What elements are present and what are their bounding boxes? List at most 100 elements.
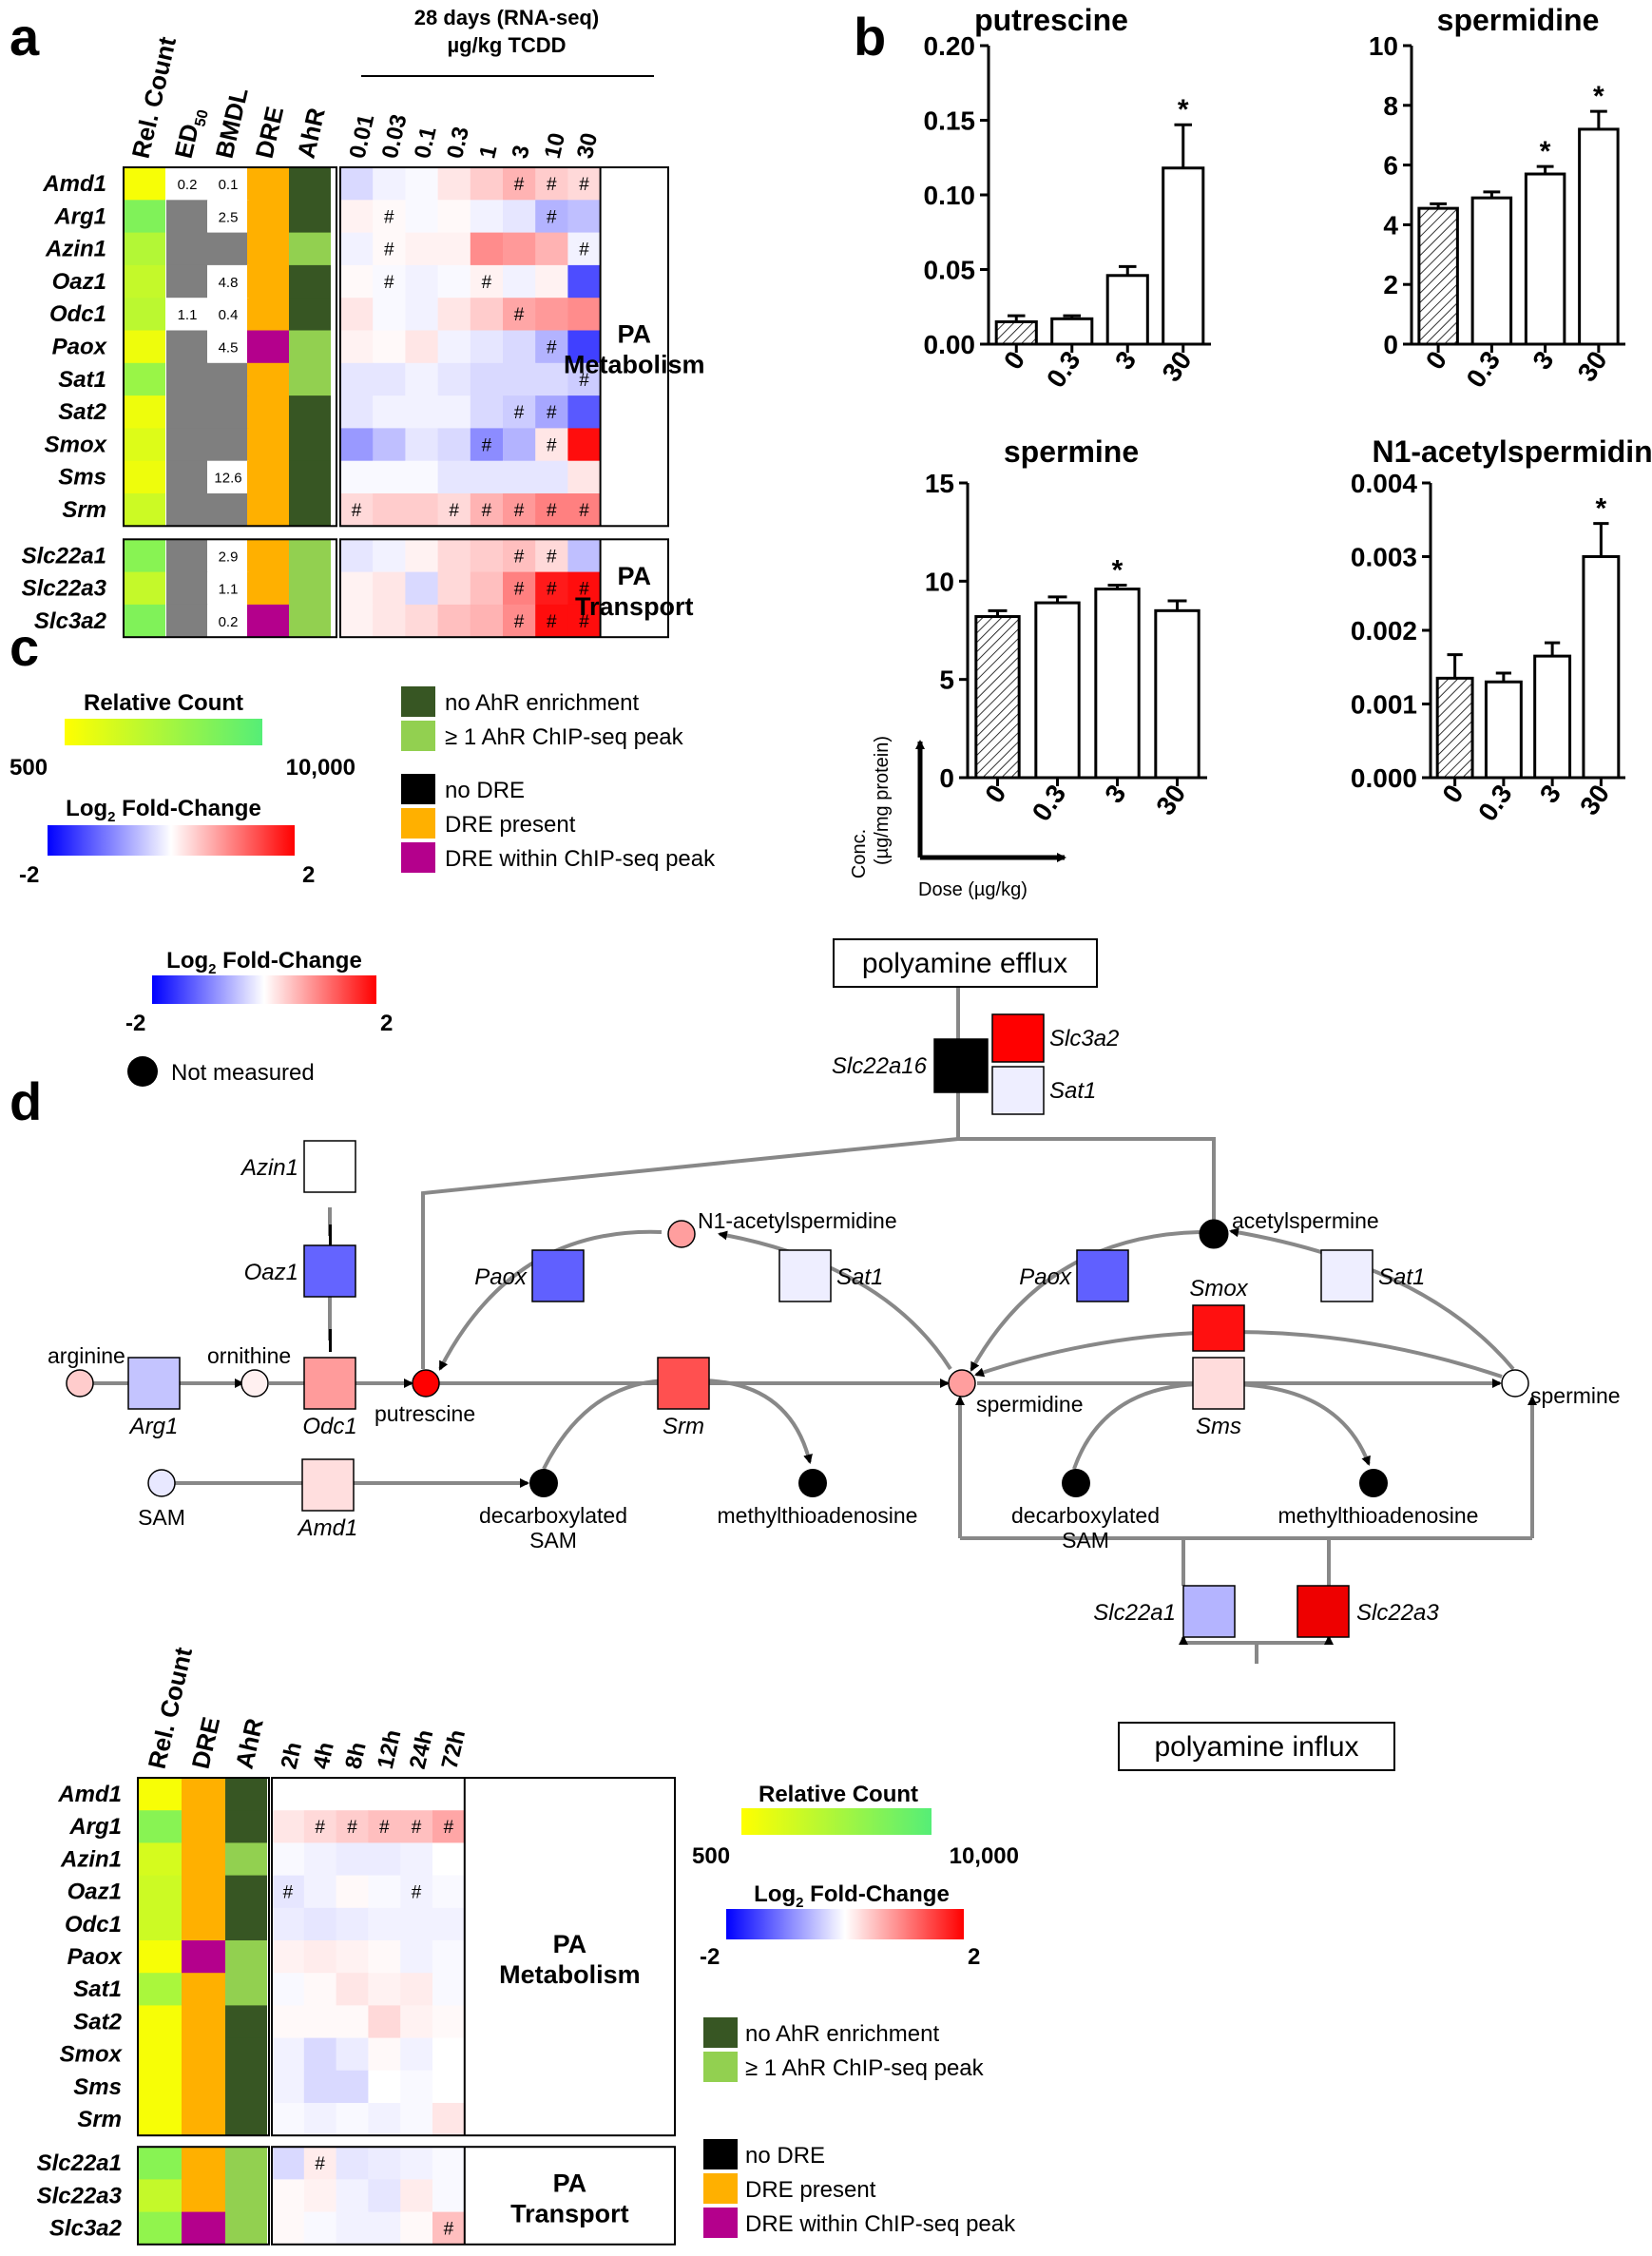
- c-legend-min: -2: [125, 1011, 145, 1036]
- ahr-cell: [289, 461, 331, 494]
- d-fold-change-cell: [304, 2212, 336, 2246]
- d-fold-change-cell: [272, 2179, 304, 2212]
- gene-label-slc22a3: Slc22a3: [22, 576, 107, 602]
- bmdl-value: 12.6: [214, 471, 241, 487]
- ed50-cell: [166, 428, 208, 461]
- ed50-value: 0.2: [178, 177, 198, 193]
- y-tick-label: 0.20: [924, 31, 976, 61]
- edge-sms-curve-out: [1236, 1384, 1369, 1464]
- fold-change-cell: [373, 428, 406, 461]
- d-fold-change-cell: [432, 2147, 465, 2180]
- fold-change-cell: [438, 167, 471, 201]
- d-fold-change-cell: [368, 2103, 400, 2136]
- d-fold-change-cell: [336, 1940, 369, 1974]
- d-significance-hash: #: [444, 2220, 454, 2240]
- met-dcsam2-node: [1062, 1469, 1090, 1497]
- d-fold-change-cell: [304, 2179, 336, 2212]
- d-rel-count-cell: [138, 2038, 182, 2072]
- fold-change-cell: [373, 605, 406, 638]
- ed50-cell: [166, 331, 208, 364]
- gene-azin1-label: Azin1: [240, 1155, 298, 1181]
- d-fold-change-cell: [272, 1842, 304, 1876]
- significance-hash: #: [449, 501, 459, 521]
- fold-change-cell: [567, 428, 601, 461]
- significance-hash: #: [547, 501, 557, 521]
- d-rel-count-cell: [138, 1908, 182, 1941]
- lfc-legend-gradient: [48, 825, 295, 856]
- d-ahr-cell: [225, 1908, 267, 1941]
- d-gene-label-oaz1: Oaz1: [67, 1880, 122, 1905]
- significance-hash: #: [514, 403, 525, 423]
- gene-label-amd1: Amd1: [42, 171, 106, 197]
- d-fold-change-cell: [272, 2103, 304, 2136]
- gene-sat1a-label: Sat1: [836, 1264, 883, 1290]
- x-tick-label: 30: [1150, 780, 1191, 820]
- significance-hash: #: [547, 338, 557, 358]
- dose-header: 0.3: [442, 125, 474, 162]
- fold-change-cell: [340, 428, 374, 461]
- gene-odc1-label: Odc1: [302, 1414, 356, 1439]
- panel-label-a: a: [10, 7, 40, 67]
- bmdl-value: 0.2: [219, 614, 239, 630]
- dre-cell: [247, 265, 289, 299]
- ahr-cell: [289, 539, 331, 572]
- fold-change-cell: [405, 363, 438, 396]
- d-group-label-line1: PA: [553, 1930, 587, 1958]
- fold-change-cell: [471, 233, 504, 266]
- d-time-header: 24h: [405, 1727, 439, 1771]
- d-fold-change-cell: [368, 2005, 400, 2038]
- axis-key-ylabel-2: (µg/mg protein): [872, 736, 893, 865]
- d-time-header: 12h: [373, 1727, 407, 1771]
- panel-a-header-main: 28 days (RNA-seq): [414, 6, 599, 29]
- edge-srm-curve-out: [694, 1380, 810, 1462]
- column-header-1: ED50: [169, 105, 212, 162]
- significance-hash: #: [482, 435, 492, 455]
- d-fold-change-cell: [368, 1973, 400, 2006]
- rel-count-cell: [124, 539, 165, 572]
- gene-sms-square: [1193, 1358, 1244, 1409]
- significance-hash: #: [352, 501, 362, 521]
- d-rc-legend-min: 500: [692, 1843, 730, 1869]
- bmdl-cell: [207, 233, 249, 266]
- y-tick-label: 6: [1383, 151, 1398, 181]
- d-lfc-legend-max: 2: [968, 1944, 980, 1970]
- y-tick-label: 15: [925, 469, 954, 498]
- ahr-cell: [289, 298, 331, 331]
- d-fold-change-cell: [272, 2147, 304, 2180]
- significance-star: *: [1593, 81, 1604, 112]
- d-ahr-cell: [225, 2179, 267, 2212]
- d-gene-label-slc22a1: Slc22a1: [37, 2150, 122, 2176]
- dre-cell: [247, 395, 289, 429]
- gene-label-sat2: Sat2: [58, 399, 106, 425]
- d-fold-change-cell: [336, 1973, 369, 2006]
- d-fold-change-cell: [336, 2038, 369, 2072]
- d-fold-change-cell: [400, 1973, 432, 2006]
- d-fold-change-cell: [304, 1940, 336, 1974]
- ed50-cell: [166, 395, 208, 429]
- y-tick-label: 0.05: [924, 256, 976, 285]
- d-fold-change-cell: [368, 2212, 400, 2246]
- d-rel-count-cell: [138, 1778, 182, 1811]
- dose-header: 1: [474, 143, 502, 161]
- ed50-cell: [166, 363, 208, 396]
- d-fold-change-cell: [368, 1842, 400, 1876]
- panel-d-legend: Relative Count 500 10,000 Log2 Fold-Chan…: [692, 1782, 1019, 2238]
- d-fold-change-cell: [432, 1876, 465, 1909]
- d-significance-hash: #: [315, 2154, 325, 2174]
- gene-sat1c-label: Sat1: [1049, 1078, 1096, 1104]
- fold-change-cell: [503, 331, 536, 364]
- edge-influx-right: [1257, 1637, 1329, 1643]
- significance-hash: #: [547, 435, 557, 455]
- gene-slc22a16-label: Slc22a16: [832, 1053, 928, 1079]
- fold-change-cell: [438, 331, 471, 364]
- rel-count-cell: [124, 233, 165, 266]
- d-dre-legend-swatch-orange: [703, 2173, 738, 2204]
- d-rel-count-cell: [138, 2179, 182, 2212]
- x-tick-label: 0: [1420, 346, 1452, 376]
- chart-title: spermine: [1004, 434, 1139, 469]
- fold-change-cell: [471, 539, 504, 572]
- fold-change-cell: [438, 428, 471, 461]
- d-fold-change-cell: [272, 2005, 304, 2038]
- d-fold-change-cell: [432, 1842, 465, 1876]
